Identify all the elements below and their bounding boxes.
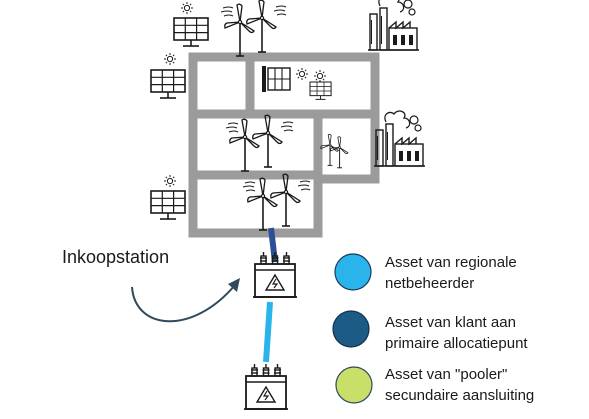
sun-icon [180,1,194,15]
wind-turbine-icon [225,114,294,172]
legend-item-regional: Asset van regionale netbeheerder [385,252,585,294]
solar-panel-icon [150,69,186,99]
legend-dot-regional [334,253,372,291]
legend-line: netbeheerder [385,275,475,292]
legend-line: Asset van regionale [385,254,517,271]
sun-icon [295,67,309,81]
legend-line: Asset van klant aan [385,314,516,331]
solar-panel-icon [173,17,209,47]
wind-turbine-icon [242,173,311,231]
station-label: Inkoopstation [62,247,170,267]
factory-icon [367,0,420,51]
curved-arrow-icon [131,278,240,323]
legend-dot-pooler [335,366,373,404]
distribution-grid-outline [188,52,380,238]
legend-line: secundaire aansluiting [385,387,535,404]
sun-icon [163,52,177,66]
solar-panel-icon [150,190,186,220]
legend-line: primaire allocatiepunt [385,335,528,352]
wind-turbine-icon [320,133,349,169]
regional-cable [263,301,273,363]
legend-item-customer: Asset van klant aan primaire allocatiepu… [385,312,585,354]
solar-panel-icon [309,81,332,100]
sun-icon [163,174,177,188]
transformer-icon [243,363,289,410]
legend-dot-customer [332,310,370,348]
factory-icon [373,110,426,167]
legend-item-pooler: Asset van "pooler" secundaire aansluitin… [385,364,585,406]
legend-line: Asset van "pooler" [385,366,508,383]
wind-turbine-icon [220,0,287,57]
sun-icon [313,69,327,83]
solar-panel-icon [262,66,291,92]
